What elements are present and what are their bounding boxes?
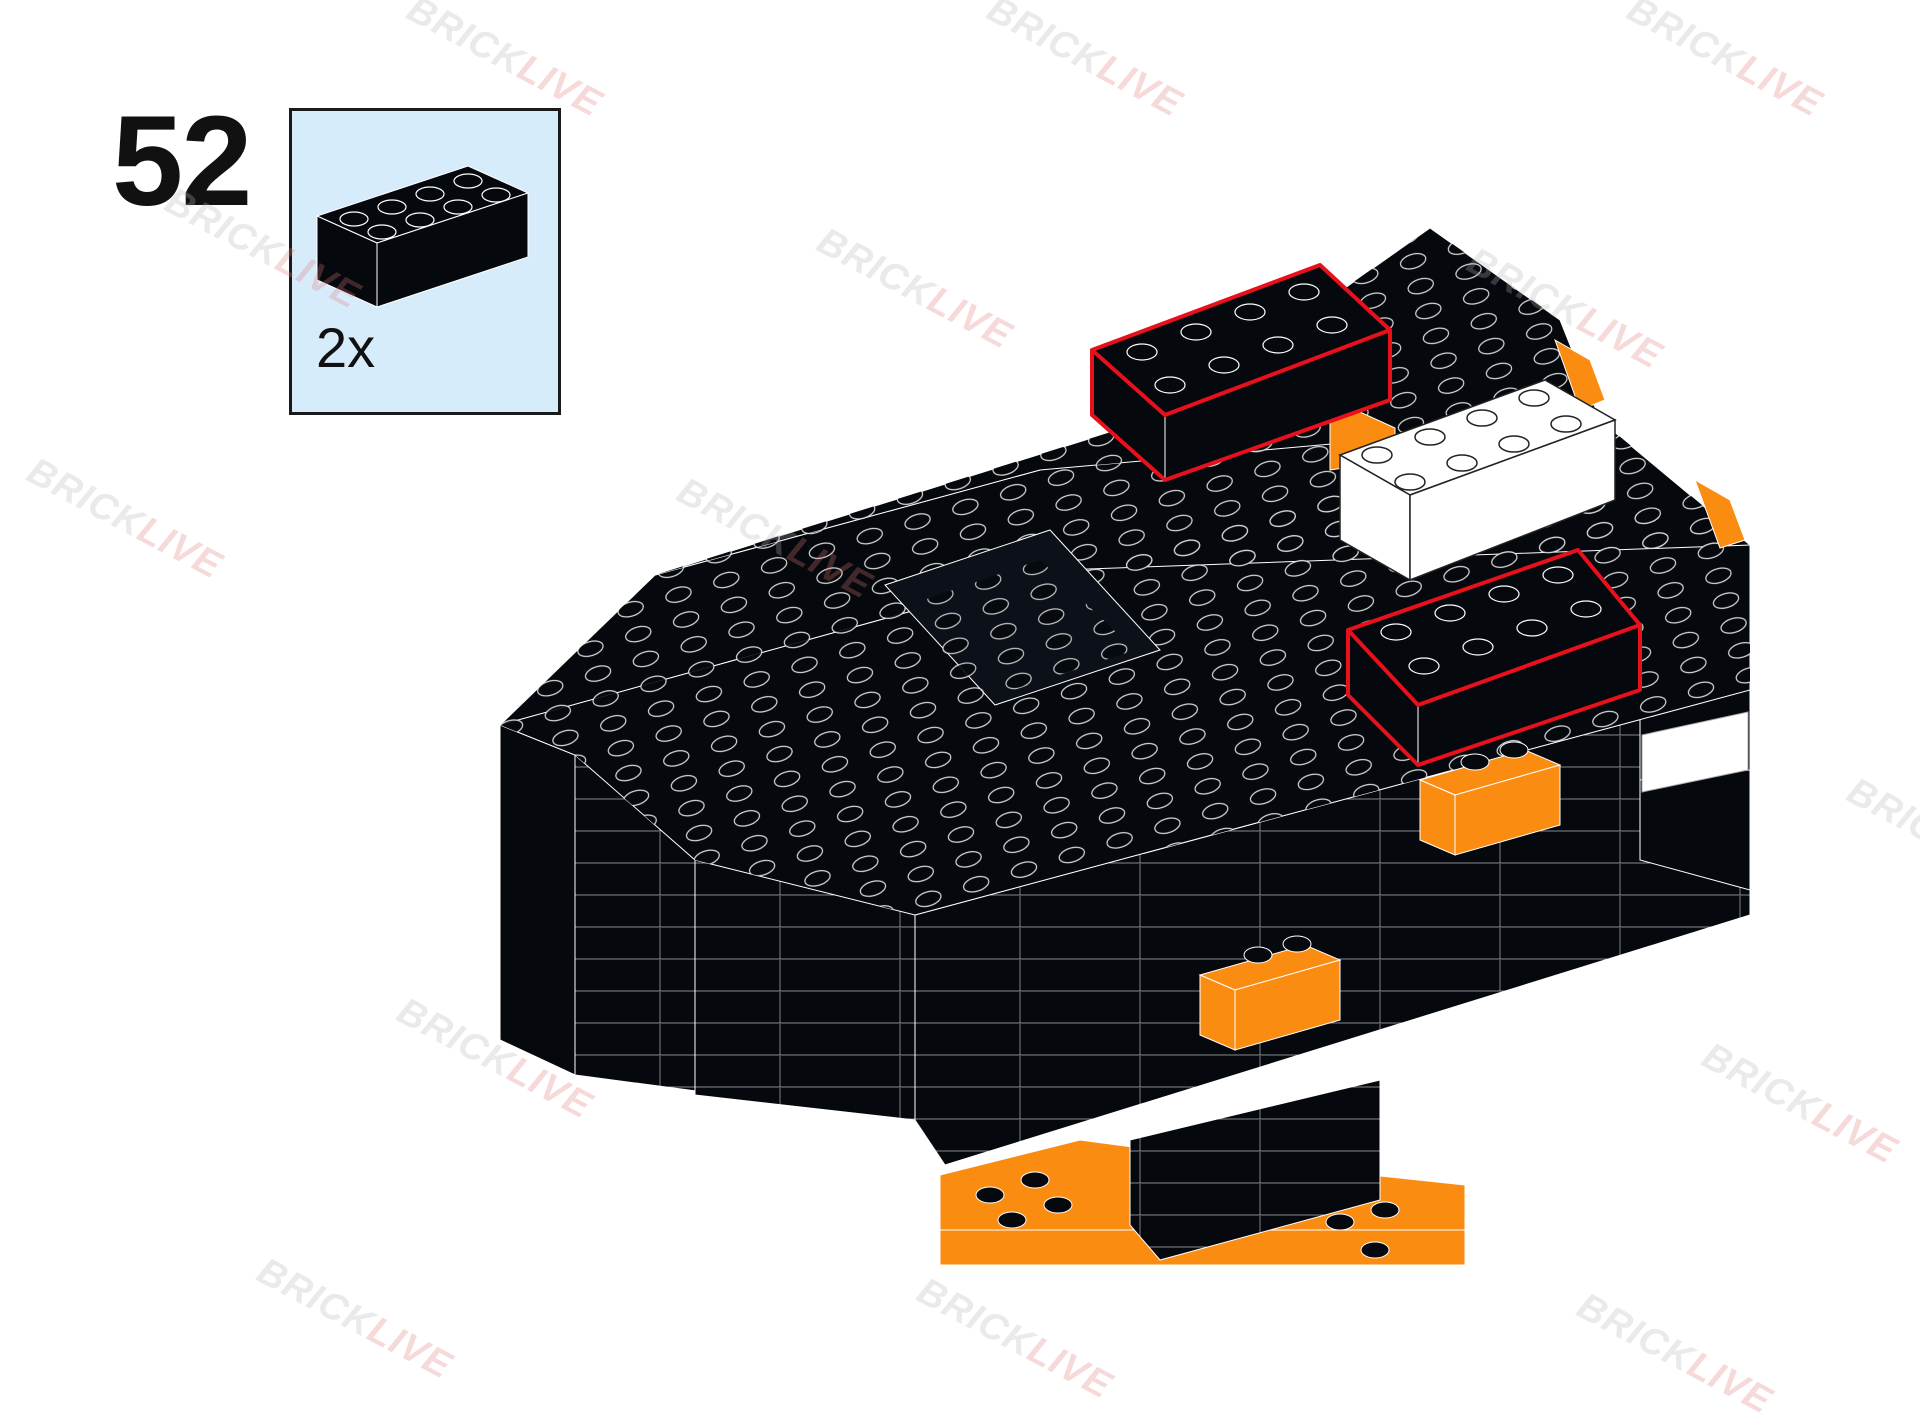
- parts-callout: 2x: [289, 108, 561, 415]
- white-brick: [1338, 379, 1617, 582]
- brick-2x4-black-icon: [315, 165, 530, 308]
- lego-model-illustration: [498, 227, 1752, 1266]
- new-brick-highlight-1: [1090, 263, 1392, 482]
- part-quantity: 2x: [316, 316, 376, 379]
- step-number: 52: [112, 90, 252, 233]
- new-brick-highlight-2: [1346, 548, 1642, 767]
